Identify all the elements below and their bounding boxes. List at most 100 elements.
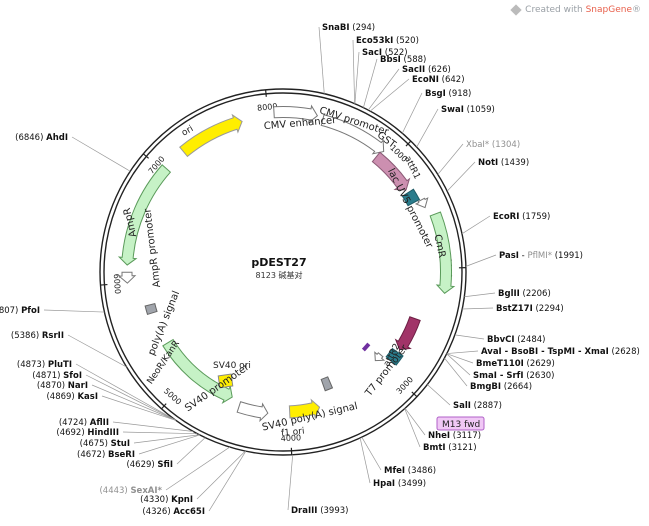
site-label[interactable]: EcoRI (1759) <box>493 212 550 222</box>
leader-line <box>122 431 198 435</box>
ampr-promoter-arrow[interactable] <box>117 271 137 284</box>
plasmid-name: pDEST27 <box>251 256 306 269</box>
site-label[interactable]: NotI (1439) <box>478 158 529 168</box>
leader-line <box>427 384 451 406</box>
site-label[interactable]: (4675) StuI <box>80 439 130 449</box>
leader-line <box>71 136 131 172</box>
cmv-enhancer-arrow[interactable] <box>273 104 319 124</box>
leader-line <box>454 334 485 340</box>
site-label[interactable]: (6846) AhdI <box>15 133 68 143</box>
leader-line <box>359 437 371 484</box>
site-label[interactable]: BmeT110I (2629) <box>476 359 555 369</box>
site-label[interactable]: EcoNI (642) <box>412 75 465 85</box>
tick-label: 5000 <box>162 386 183 406</box>
label-cmr: CmR <box>431 233 447 258</box>
site-label[interactable]: (4724) AflII <box>59 418 109 428</box>
site-label[interactable]: MfeI (3486) <box>384 466 436 476</box>
site-label[interactable]: (4672) BseRI <box>77 450 135 460</box>
leader-line <box>208 450 247 512</box>
plasmid-size: 8123 碱基对 <box>256 270 303 280</box>
site-label[interactable]: NheI (3117) <box>428 431 481 441</box>
leader-line <box>176 437 206 465</box>
site-label[interactable]: (4873) PluTI <box>17 360 72 370</box>
leader-line <box>464 292 496 298</box>
label-sv40-ori: SV40 ori <box>213 361 251 371</box>
cmr-arrow[interactable] <box>429 211 456 294</box>
site-label[interactable]: AvaI - BsoBI - TspMI - XmaI (2628) <box>481 347 640 357</box>
lac-uv5-arrow[interactable] <box>414 197 429 209</box>
features-layer <box>117 104 456 423</box>
sv40-polya-box[interactable] <box>320 376 334 392</box>
tick-3000 <box>411 391 418 398</box>
site-label[interactable]: BbvCI (2484) <box>487 335 545 345</box>
attr2-marker[interactable] <box>385 347 404 366</box>
attr1-marker[interactable] <box>401 188 421 207</box>
cmv-promoter-arrow[interactable] <box>320 114 385 155</box>
tick-label: 4000 <box>281 433 302 443</box>
snapgene-credit: Created with SnapGene® <box>510 3 641 16</box>
leader-line <box>401 92 423 134</box>
site-label[interactable]: (4870) NarI <box>37 381 88 391</box>
leader-line <box>91 384 177 421</box>
sv40-ori-box[interactable] <box>217 373 234 389</box>
site-label[interactable]: (4330) KpnI <box>140 495 193 505</box>
site-label[interactable]: SacII (626) <box>402 65 451 75</box>
tick-1000 <box>405 140 412 147</box>
site-label[interactable]: (4326) Acc65I <box>142 507 205 517</box>
leader-line <box>462 307 494 310</box>
site-label[interactable]: SwaI (1059) <box>441 105 495 115</box>
site-label[interactable]: PasI - PflMI* (1991) <box>499 251 583 261</box>
site-label[interactable]: (5807) PfoI <box>0 306 40 316</box>
site-label[interactable]: BsgI (918) <box>425 89 471 99</box>
leader-line <box>138 434 200 455</box>
site-label[interactable]: HpaI (3499) <box>373 479 426 489</box>
site-label[interactable]: (5386) RsrII <box>11 331 64 341</box>
site-label[interactable]: (4443) SexAI* <box>99 486 162 496</box>
f1-ori-arrow[interactable] <box>288 398 321 420</box>
ccdb-arrow[interactable] <box>394 316 421 351</box>
site-label[interactable]: SnaBI (294) <box>322 23 375 33</box>
gst-arrow[interactable] <box>371 151 411 191</box>
leader-line <box>404 408 426 436</box>
m13-fwd-label: M13 fwd <box>442 420 480 430</box>
leader-line <box>369 78 410 112</box>
neo-kan-arrow[interactable] <box>162 338 233 405</box>
site-label[interactable]: BmtI (3121) <box>423 443 477 453</box>
site-label[interactable]: Eco53kI (520) <box>356 36 419 46</box>
site-label[interactable]: (4692) HindIII <box>56 428 119 438</box>
m13-fwd-badge[interactable] <box>436 416 485 431</box>
site-label[interactable]: BbsI (588) <box>380 55 426 65</box>
credit-prefix: Created with <box>525 5 586 15</box>
t7-promoter-arrow[interactable] <box>374 351 386 362</box>
m13-primer-mark <box>361 342 371 352</box>
site-label[interactable]: BstZ17I (2294) <box>496 304 564 314</box>
leader-line <box>446 353 471 376</box>
backbone-inner <box>103 92 463 452</box>
leader-line <box>461 215 491 235</box>
site-label[interactable]: BmgBI (2664) <box>470 382 532 392</box>
leader-line <box>367 68 400 111</box>
label-ampr-promoter: AmpR promoter <box>142 207 163 288</box>
sv40-promoter-arrow[interactable] <box>236 401 269 423</box>
backbone-outer <box>99 88 467 456</box>
tick-7000 <box>142 153 150 159</box>
site-label[interactable]: BglII (2206) <box>498 289 551 299</box>
leader-line <box>437 143 464 175</box>
site-label[interactable]: SalI (2887) <box>453 401 502 411</box>
leader-line <box>404 408 421 448</box>
label-f1-ori: f1 ori <box>281 427 305 439</box>
ori-arrow[interactable] <box>179 113 243 158</box>
site-label[interactable]: SmaI - SrfI (2630) <box>473 371 554 381</box>
ampr-arrow[interactable] <box>117 164 172 266</box>
site-label[interactable]: (4869) KasI <box>46 392 98 402</box>
leader-line <box>361 436 382 471</box>
snapgene-logo-icon <box>510 3 522 16</box>
polya-signal-box[interactable] <box>144 302 158 316</box>
site-label[interactable]: SacI (522) <box>362 48 408 58</box>
site-label[interactable]: DraIII (3993) <box>291 506 348 516</box>
leader-line <box>444 357 468 387</box>
site-label[interactable]: XbaI* (1304) <box>466 140 520 150</box>
site-label[interactable]: (4629) SfiI <box>126 460 173 470</box>
leader-line <box>165 446 230 491</box>
site-label[interactable]: (4871) SfoI <box>32 371 82 381</box>
